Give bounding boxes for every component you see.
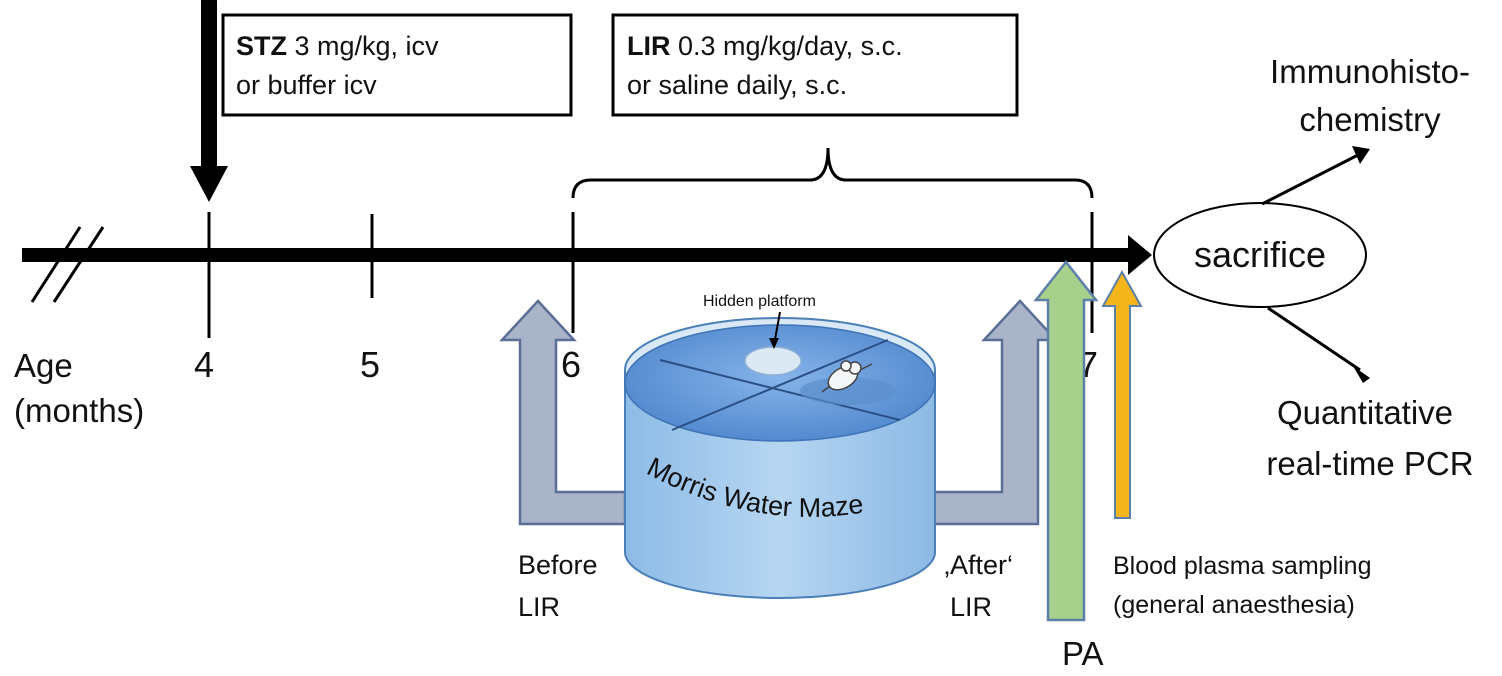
lir-box: [611, 13, 1019, 117]
sacrifice-label: sacrifice: [1194, 234, 1326, 275]
sacrifice-ellipse: [1153, 202, 1367, 308]
hidden-platform: [744, 346, 802, 376]
axis-label-unit: (months): [14, 392, 144, 429]
arrowhead-to-pcr: [1353, 366, 1370, 383]
axis-label: Age: [14, 347, 73, 384]
axis-break-mark: [30, 226, 82, 303]
lir-line1: LIR 0.3 mg/kg/day, s.c.: [627, 31, 903, 61]
outcome-ihc-line1: Immunohisto-: [1270, 53, 1470, 90]
lir-line2: or saline daily, s.c.: [627, 70, 847, 100]
outcome-ihc-line2: chemistry: [1299, 101, 1441, 138]
stz-arrow-shaft: [201, 0, 217, 168]
lir-treatment: LIR 0.3 mg/kg/day, s.c. or saline daily,…: [571, 13, 1094, 199]
before-label-line1: Before: [518, 550, 598, 580]
blood-arrow-shape: [1101, 269, 1143, 519]
stz-box: [221, 13, 573, 117]
platform-pointer-head: [769, 338, 779, 349]
before-lir-arrow: Before LIR: [499, 299, 627, 622]
arrow-to-ihc: [1261, 153, 1359, 206]
pa-arrow: PA: [1033, 259, 1104, 672]
stz-line2: or buffer icv: [236, 70, 377, 100]
after-label-line1: ‚After‘: [944, 550, 1013, 580]
stz-line1: STZ 3 mg/kg, icv: [236, 31, 439, 61]
mouse-icon: [800, 360, 896, 405]
water-surface: [624, 324, 936, 442]
outcome-pcr-line1: Quantitative: [1277, 394, 1453, 431]
before-label-line2: LIR: [518, 592, 560, 622]
tick-label-4: 4: [194, 344, 214, 385]
pa-label: PA: [1062, 635, 1104, 672]
after-bent-arrow: [930, 299, 1059, 526]
tick-label-5: 5: [360, 344, 380, 385]
axis-break-mark: [52, 226, 105, 303]
blood-label-line1: Blood plasma sampling: [1113, 552, 1371, 580]
timeline-arrowhead: [1128, 235, 1152, 275]
tick-label-6: 6: [561, 344, 581, 385]
lir-dose: 0.3 mg/kg/day, s.c.: [671, 31, 903, 61]
blood-sampling-arrow: Blood plasma sampling (general anaesthes…: [1101, 269, 1371, 619]
sacrifice-group: sacrifice Immunohisto- chemistry Quantit…: [1153, 53, 1474, 482]
timeline-bar: [22, 248, 1134, 262]
stz-treatment: STZ 3 mg/kg, icv or buffer icv: [190, 0, 573, 202]
morris-water-maze: Hidden platform Morris Water Maze: [624, 293, 936, 599]
age-timeline: 4 5 6 7 Age (months): [14, 212, 1152, 429]
quadrant-line: [671, 339, 889, 431]
arrowhead-to-ihc: [1352, 146, 1370, 164]
stz-bold: STZ: [236, 31, 287, 61]
quadrant-line: [659, 359, 901, 421]
arrow-to-pcr: [1267, 306, 1361, 372]
before-bent-arrow: [499, 299, 627, 526]
stz-arrowhead: [190, 166, 228, 202]
after-lir-arrow: ‚After‘ LIR: [930, 299, 1059, 622]
after-label-line2: LIR: [950, 592, 992, 622]
stz-dose: 3 mg/kg, icv: [287, 31, 439, 61]
blood-label-line2: (general anaesthesia): [1113, 591, 1355, 619]
lir-period-brace: [571, 147, 1094, 199]
pa-arrow-shape: [1033, 259, 1099, 622]
platform-label: Hidden platform: [703, 293, 816, 310]
lir-bold: LIR: [627, 31, 671, 61]
outcome-pcr-line2: real-time PCR: [1266, 445, 1473, 482]
